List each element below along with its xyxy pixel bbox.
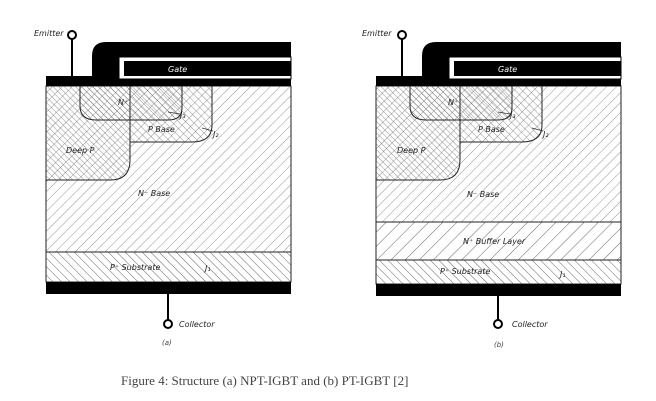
emitter-terminal bbox=[397, 30, 407, 40]
j3-pointer bbox=[497, 111, 511, 115]
collector-terminal bbox=[493, 319, 503, 329]
n-minus-base-label: N⁻ Base bbox=[138, 189, 170, 198]
gate-poly bbox=[454, 61, 621, 76]
n-plus-label: N⁺ bbox=[118, 98, 128, 107]
n-plus-buffer-region bbox=[375, 221, 622, 261]
figure-caption: Figure 4: Structure (a) NPT-IGBT and (b)… bbox=[121, 373, 408, 388]
j1-label: J₁ bbox=[558, 270, 566, 279]
collector-label: Collector bbox=[512, 320, 548, 329]
buffer-label: N⁺ Buffer Layer bbox=[463, 237, 526, 246]
deep-p-label: Deep P bbox=[66, 146, 95, 155]
j3-label: J₃ bbox=[178, 111, 186, 120]
collector-label: Collector bbox=[179, 320, 215, 329]
gate-label: Gate bbox=[498, 65, 517, 74]
gate-label: Gate bbox=[168, 65, 187, 74]
p-plus-substrate-label: P⁺ Substrate bbox=[440, 267, 490, 276]
j3-label: J₃ bbox=[508, 111, 516, 120]
n-plus-label: N⁺ bbox=[448, 98, 458, 107]
gate-poly bbox=[124, 61, 291, 76]
n-plus-region bbox=[409, 85, 513, 121]
p-plus-substrate-region bbox=[45, 251, 292, 283]
p-plus-substrate-label: P⁺ Substrate bbox=[110, 263, 160, 272]
panel-b: Gate Emitter Collector N⁺ J₃ P Base J₂ D… bbox=[362, 29, 622, 349]
panel-a: Gate Emitter Collector N⁺ J₃ P Base J₂ D… bbox=[34, 29, 292, 347]
j2-pointer bbox=[531, 127, 544, 132]
deep-p-label: Deep P bbox=[397, 146, 426, 155]
j2-pointer bbox=[201, 127, 214, 132]
p-plus-substrate-region bbox=[375, 259, 622, 285]
panel-a-sublabel: (a) bbox=[162, 339, 172, 347]
j1-label: J₁ bbox=[203, 264, 211, 273]
p-base-label: P Base bbox=[478, 125, 505, 134]
emitter-terminal bbox=[67, 30, 77, 40]
p-base-label: P Base bbox=[148, 125, 175, 134]
j2-label: J₂ bbox=[541, 130, 549, 139]
n-plus-region bbox=[79, 85, 183, 121]
collector-metal bbox=[46, 282, 291, 294]
panel-b-sublabel: (b) bbox=[494, 341, 504, 349]
emitter-label: Emitter bbox=[362, 29, 392, 38]
collector-terminal bbox=[163, 319, 173, 329]
j3-pointer bbox=[167, 111, 181, 115]
n-minus-base-label: N⁻ Base bbox=[467, 190, 499, 199]
emitter-label: Emitter bbox=[34, 29, 64, 38]
collector-metal bbox=[376, 284, 621, 296]
j2-label: J₂ bbox=[211, 130, 219, 139]
